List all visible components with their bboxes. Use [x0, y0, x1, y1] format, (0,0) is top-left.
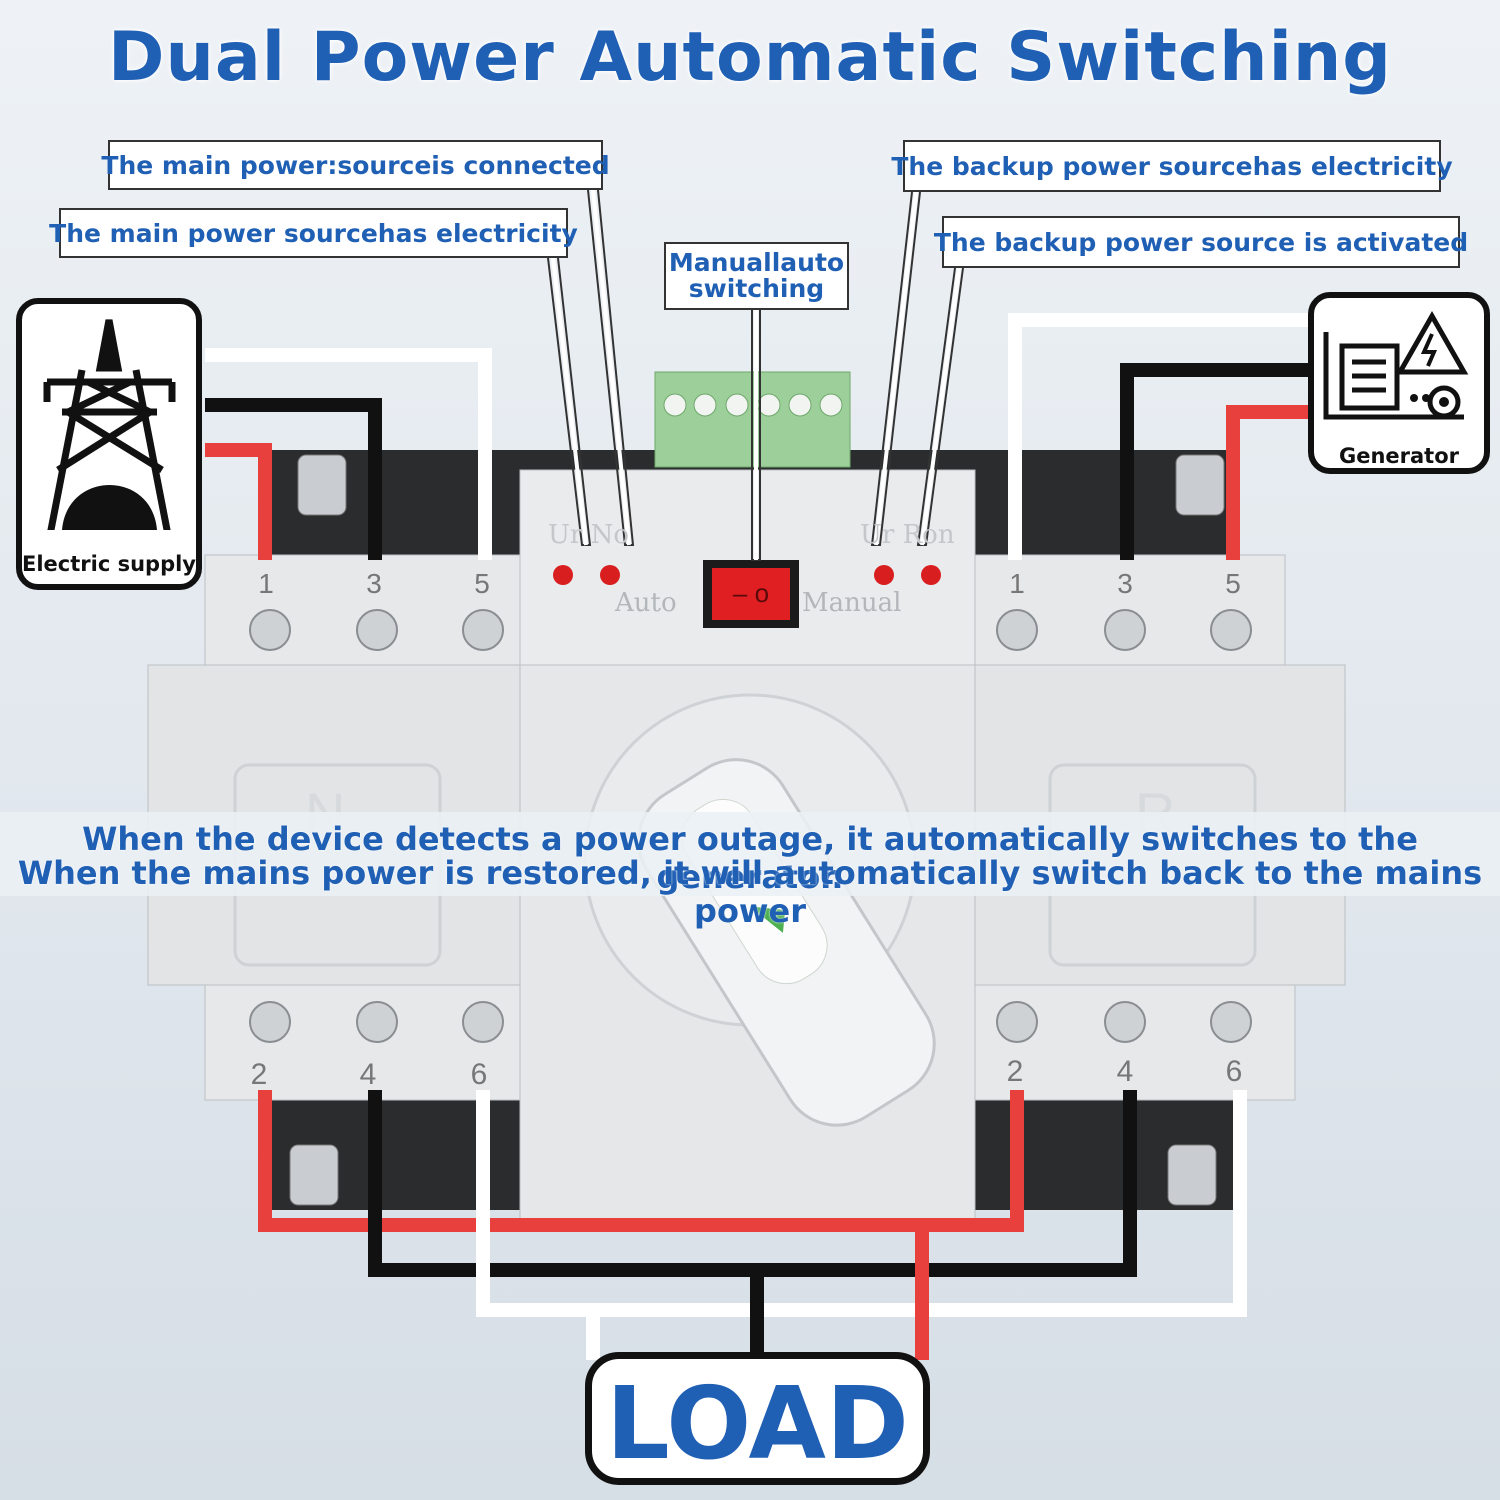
wire-red-out — [258, 1090, 1024, 1232]
wire-right-red-in — [1226, 405, 1310, 560]
mode-label-manual: Manual — [802, 588, 902, 618]
terminal-label-bottom-right-6: 6 — [1225, 1055, 1243, 1088]
led-main-electricity — [553, 565, 573, 585]
green-arrow-icon — [749, 906, 786, 933]
wire-left-white-in — [205, 348, 492, 560]
bolt-top-right — [1175, 454, 1225, 516]
terminal-label-bottom-left-6: 6 — [470, 1058, 488, 1091]
load-label: LOAD — [606, 1365, 909, 1482]
callout-main-connected: The main power:sourceis connected — [101, 140, 610, 190]
wire-left-red-in — [205, 443, 272, 560]
bolt-bottom-left — [289, 1144, 339, 1206]
terminal-label-top-left-1: 1 — [258, 568, 274, 599]
wire-left-black-in — [205, 398, 382, 560]
led-main-connected — [600, 565, 620, 585]
callout-backup-electricity: The backup power sourcehas electricity — [891, 140, 1453, 192]
electric-supply-box: Electric supply — [16, 298, 202, 590]
callout-manual-auto-line1: Manuallauto — [668, 248, 845, 277]
info-banner: When the device detects a power outage, … — [0, 812, 1500, 930]
terminal-label-top-left-5: 5 — [474, 568, 490, 599]
terminal-label-top-left-3: 3 — [366, 568, 382, 599]
callout-backup-activated: The backup power source is activated — [934, 216, 1468, 268]
banner-line-1: When the device detects a power outage, … — [82, 820, 1418, 896]
bolt-top-left — [297, 454, 347, 516]
rocker-switch — [712, 568, 790, 620]
rocker-switch-glyph: – o — [732, 578, 770, 608]
terminal-label-bottom-left-2: 2 — [250, 1058, 268, 1091]
generator-icon — [1323, 310, 1469, 420]
callout-manual-auto: Manuallauto switching — [664, 242, 849, 310]
led-backup-electricity — [874, 565, 894, 585]
wire-right-black-in — [1120, 363, 1310, 560]
terminal-label-top-right-1: 1 — [1009, 568, 1025, 599]
wire-right-white-in — [1008, 313, 1310, 560]
led-backup-activated — [921, 565, 941, 585]
terminal-label-top-right-5: 5 — [1225, 568, 1241, 599]
callout-main-electricity: The main power sourcehas electricity — [49, 208, 578, 258]
transmission-tower-icon — [43, 319, 176, 530]
mode-label-auto: Auto — [615, 588, 677, 618]
terminal-label-top-right-3: 3 — [1117, 568, 1133, 599]
callout-manual-auto-line2: switching — [688, 274, 825, 303]
indicator-label-right: Ur Ron — [860, 520, 955, 550]
terminal-label-bottom-left-4: 4 — [359, 1058, 377, 1091]
wire-white-out — [476, 1090, 1247, 1317]
generator-label: Generator — [1338, 444, 1460, 468]
indicator-label-left: Ur No — [548, 520, 630, 550]
left-terminal-block-bottom — [204, 984, 521, 1101]
electric-supply-label: Electric supply — [22, 552, 196, 576]
terminal-label-bottom-right-2: 2 — [1006, 1055, 1024, 1088]
generator-box: Generator — [1308, 292, 1490, 474]
bolt-bottom-right — [1167, 1144, 1217, 1206]
terminal-label-bottom-right-4: 4 — [1116, 1055, 1134, 1088]
load-box: LOAD — [585, 1352, 930, 1485]
banner-line-2: When the mains power is restored, it wil… — [17, 854, 1483, 930]
page-title: Dual Power Automatic Switching — [108, 18, 1392, 97]
